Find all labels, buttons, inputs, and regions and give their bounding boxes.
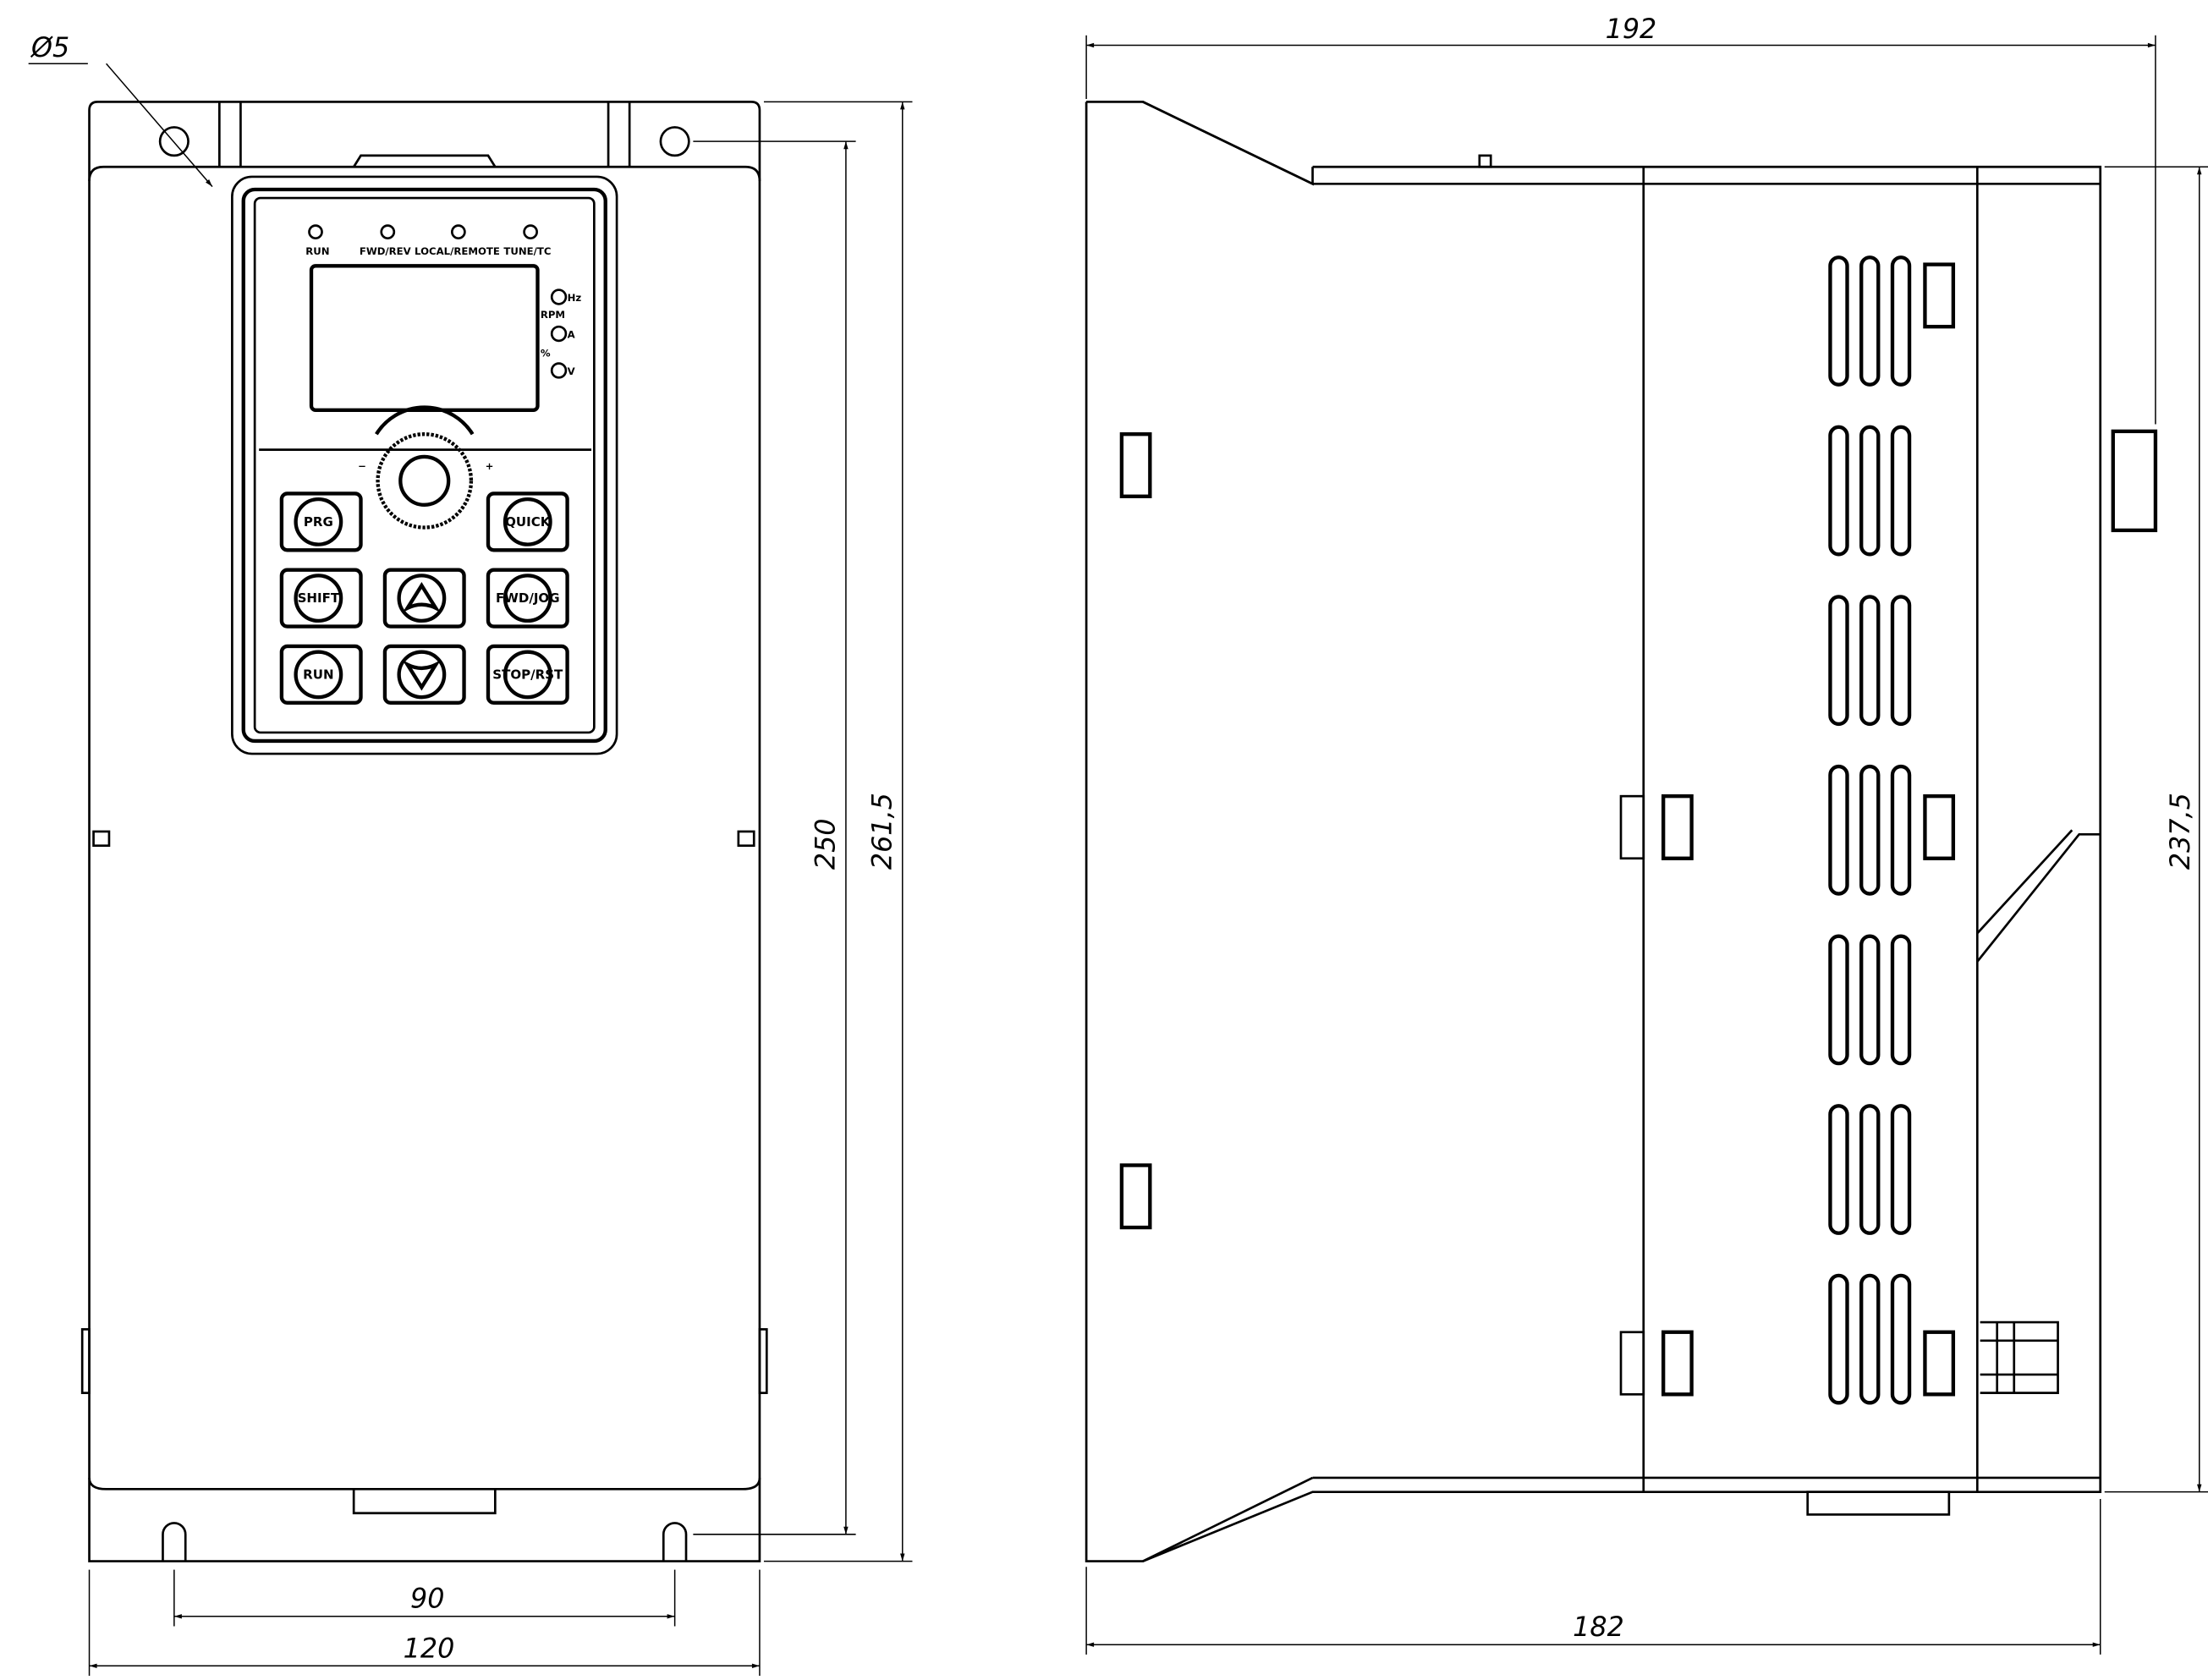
key-down[interactable] <box>382 644 466 705</box>
led-run-label: RUN <box>305 245 329 257</box>
key-quick[interactable]: QUICK <box>486 491 569 552</box>
svg-text:PRG: PRG <box>304 514 333 530</box>
svg-text:SHIFT: SHIFT <box>298 590 340 606</box>
dim-192: 192 <box>1606 14 1657 45</box>
key-run[interactable]: RUN <box>279 644 363 705</box>
led-tune-label: TUNE/TC <box>503 245 551 257</box>
front-view: RUN FWD/REV LOCAL/REMOTE TUNE/TC Hz RPM … <box>28 33 913 1676</box>
knob-plus: + <box>486 460 494 472</box>
dim-120: 120 <box>404 1633 455 1664</box>
unit-leds: Hz RPM A % V <box>541 288 582 379</box>
unit-rpm: RPM <box>541 309 565 321</box>
led-fwdrev-label: FWD/REV <box>360 245 411 257</box>
dim-90: 90 <box>410 1584 444 1615</box>
key-prg[interactable]: PRG <box>279 491 363 552</box>
front-dimensions: Ø5 90 120 250 261,5 <box>28 33 913 1676</box>
svg-text:STOP/RST: STOP/RST <box>492 667 563 682</box>
key-stop-rst[interactable]: STOP/RST <box>486 644 569 705</box>
svg-text:FWD/JOG: FWD/JOG <box>496 590 560 606</box>
hole-diameter-label: Ø5 <box>30 33 69 63</box>
unit-hz: Hz <box>568 292 582 304</box>
unit-v: V <box>568 365 575 377</box>
unit-percent: % <box>541 347 551 359</box>
lcd-display <box>309 264 540 412</box>
side-view: 192 182 237,5 <box>1085 14 2208 1655</box>
dim-182: 182 <box>1573 1612 1624 1643</box>
indicator-leds: RUN FWD/REV LOCAL/REMOTE TUNE/TC <box>305 224 551 257</box>
key-up[interactable] <box>382 568 466 629</box>
unit-a: A <box>568 329 575 341</box>
keypad: RUN FWD/REV LOCAL/REMOTE TUNE/TC Hz RPM … <box>231 175 618 755</box>
key-shift[interactable]: SHIFT <box>279 568 363 629</box>
knob[interactable] <box>376 432 474 530</box>
dim-237-5: 237,5 <box>2166 793 2196 870</box>
knob-minus: − <box>358 460 366 472</box>
key-fwd-jog[interactable]: FWD/JOG <box>486 568 569 629</box>
led-local-label: LOCAL/REMOTE <box>415 245 500 257</box>
mount-hole-left <box>158 126 189 157</box>
vent-slots <box>1828 255 1912 1405</box>
dim-261-5: 261,5 <box>867 793 898 870</box>
svg-text:RUN: RUN <box>303 667 333 682</box>
side-dimensions: 192 182 237,5 <box>1085 14 2208 1655</box>
dim-250: 250 <box>811 818 842 870</box>
mount-hole-right <box>659 126 690 157</box>
svg-text:QUICK: QUICK <box>505 514 552 530</box>
